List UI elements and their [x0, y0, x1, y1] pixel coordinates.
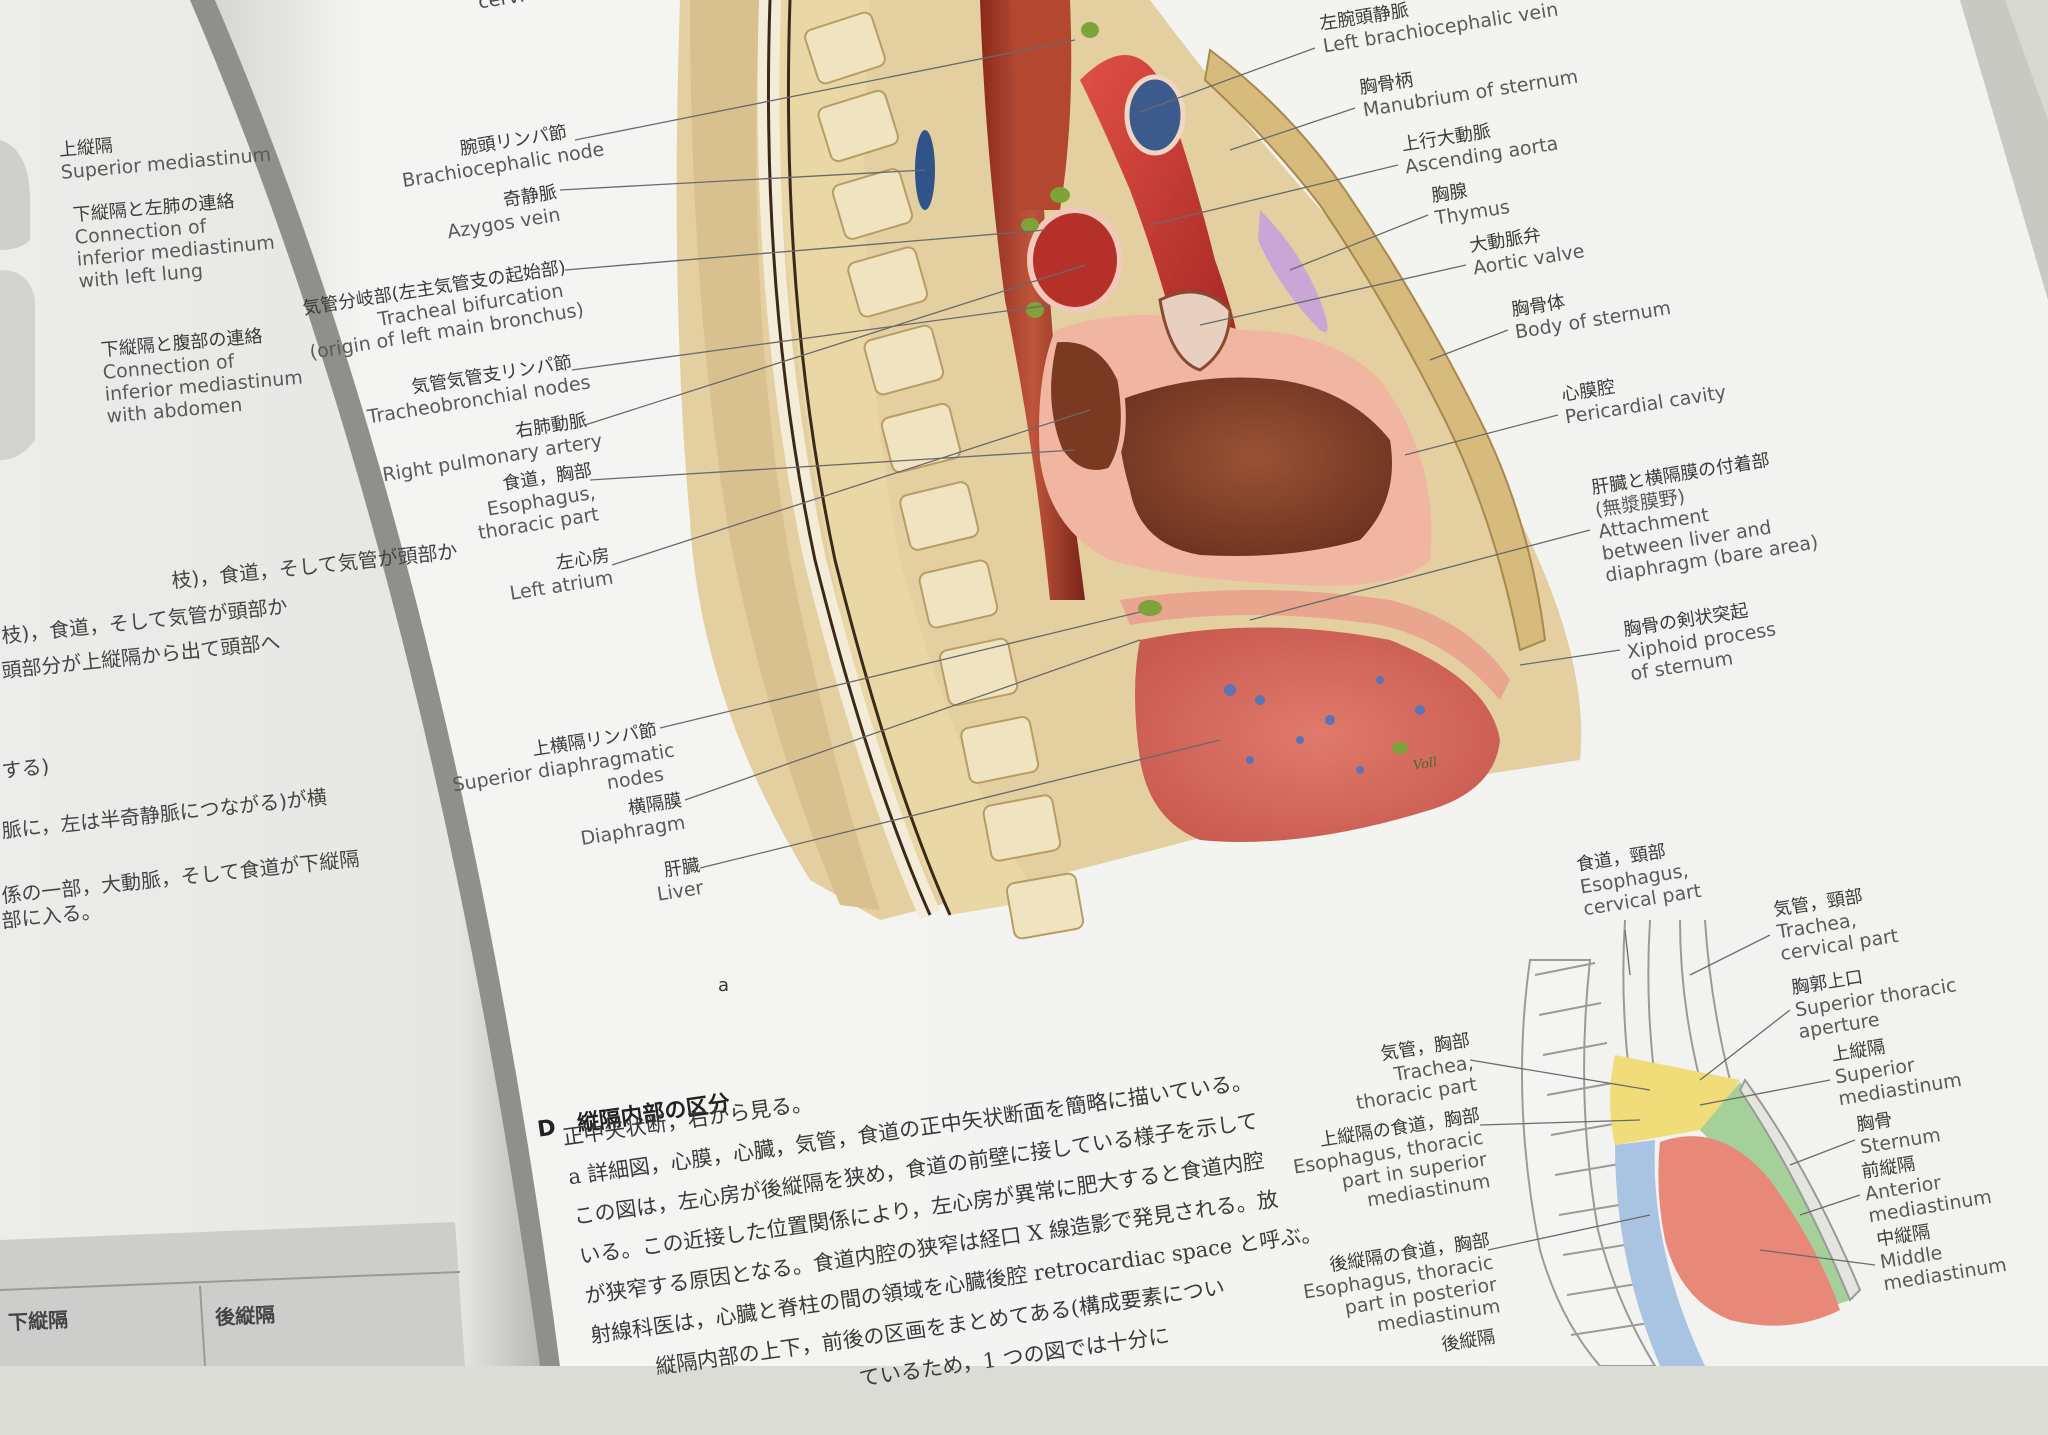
vertebra-outline: [1554, 1162, 1626, 1176]
vertebra-body: [804, 11, 886, 85]
leader-line: [659, 611, 1141, 729]
leader-line: [1469, 1059, 1651, 1091]
vertebra-body: [1005, 872, 1085, 940]
vertebra-outline: [1538, 1002, 1602, 1016]
left-label-connection-abdomen: 下縦隔と腹部の連絡 Connection of inferior mediast…: [100, 325, 304, 428]
leader-line: [1479, 1119, 1641, 1126]
leader-line: [584, 264, 1086, 426]
book-photo: [0, 0, 2048, 1366]
leader-line: [1519, 649, 1621, 666]
leader-line: [1404, 414, 1559, 456]
vertebra-body: [817, 89, 899, 163]
vertebra-body: [880, 402, 962, 474]
leader-line: [1759, 1249, 1876, 1266]
leader-line: [571, 304, 1051, 371]
mediastinum-division-schematic: [1521, 919, 1862, 1366]
leader-line: [574, 39, 1076, 141]
leader-line: [1789, 1139, 1856, 1166]
leader-line: [1289, 214, 1429, 271]
vertebra-body: [982, 794, 1062, 862]
leader-line: [611, 409, 1091, 566]
leader-line: [589, 449, 1076, 481]
leader-line: [699, 739, 1221, 869]
vertebra-body: [899, 481, 980, 551]
vertebra-outline: [1550, 1122, 1620, 1136]
leader-line: [1799, 1194, 1861, 1216]
vertebra-outline: [1542, 1042, 1608, 1056]
leader-line: [1689, 934, 1771, 976]
vertebra-body: [918, 559, 999, 629]
leader-line: [684, 639, 1141, 801]
vertebra-body: [863, 324, 945, 396]
vertebral-column: [770, 0, 1040, 915]
leader-line: [1487, 1214, 1651, 1251]
leader-line: [1229, 107, 1356, 151]
leader-line: [1699, 1079, 1831, 1106]
vertebra-outline: [1566, 1282, 1644, 1296]
vertebra-body: [831, 168, 914, 240]
figure-a-letter: a: [718, 975, 730, 996]
leader-line: [1624, 929, 1631, 976]
leader-line: [1699, 1009, 1791, 1081]
left-table-header-inferior: 下縦隔: [7, 1307, 69, 1335]
leader-line: [1249, 529, 1591, 621]
vertebra-outline: [1534, 962, 1596, 976]
leader-line: [1429, 329, 1509, 361]
leader-line: [1139, 47, 1316, 113]
left-text-line-3: する): [0, 753, 51, 783]
photo-stage: 上縦隔 Superior mediastinum 下縦隔と左肺の連絡 Conne…: [0, 0, 2048, 1391]
leader-line: [1199, 264, 1467, 326]
sagittal-section-illustration: [676, 0, 1582, 940]
vertebra-body: [960, 716, 1040, 784]
left-table-header-posterior: 後縦隔: [214, 1302, 276, 1330]
leader-line: [1149, 164, 1399, 226]
leader-line: [559, 169, 926, 191]
leader-line: [564, 229, 1046, 271]
vertebra-outline: [1546, 1082, 1614, 1096]
vertebra-outline: [1570, 1322, 1650, 1336]
vertebra-body: [847, 246, 929, 318]
left-label-connection-lung: 下縦隔と左肺の連絡 Connection of inferior mediast…: [72, 190, 276, 293]
